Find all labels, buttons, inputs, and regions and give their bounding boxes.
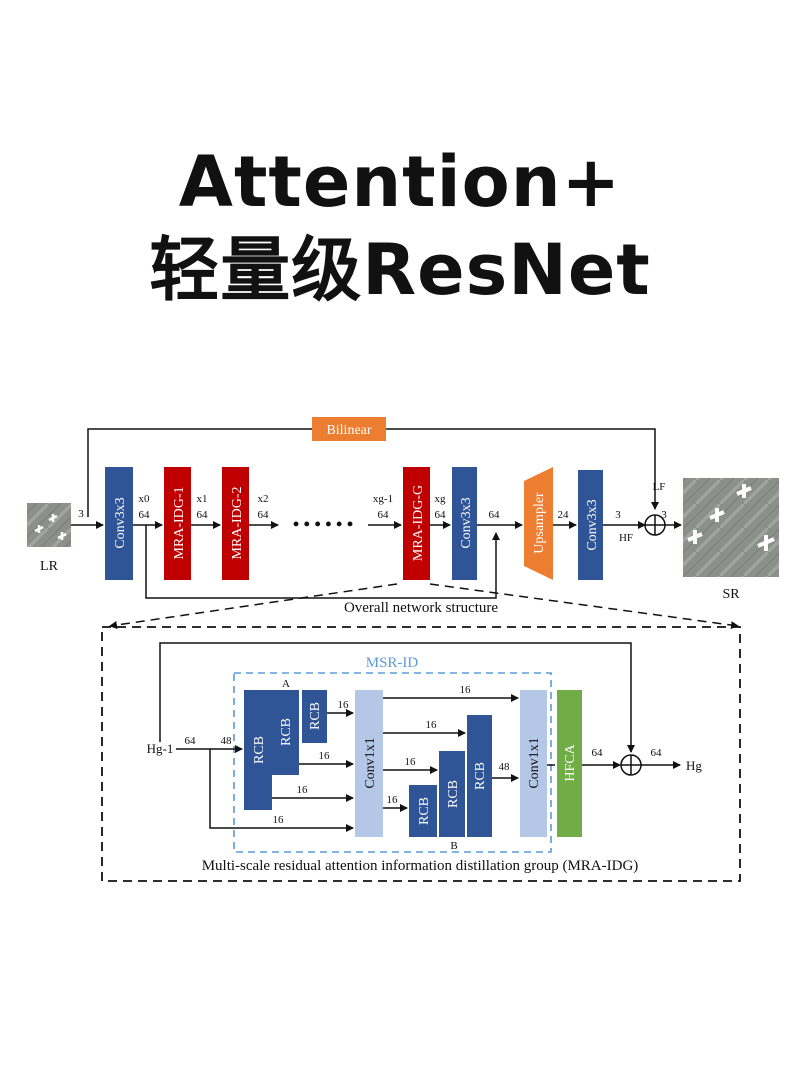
label-output-channels: 3 xyxy=(661,509,667,521)
conv3x3-last-block xyxy=(578,470,603,580)
label-xg-1-channels: 64 xyxy=(378,509,390,521)
upsampler-label: Upsampler xyxy=(532,492,547,554)
rcb-a-2 xyxy=(272,690,299,775)
bilinear-block xyxy=(312,417,386,441)
lr-label: LR xyxy=(40,559,59,574)
rcb-b-1 xyxy=(409,785,437,837)
upsampler-block xyxy=(524,467,553,580)
lr-image xyxy=(27,503,71,547)
sr-image xyxy=(683,478,779,577)
mra-idg-g-block xyxy=(403,467,430,580)
mra-idg-detail-frame xyxy=(101,626,741,882)
hfca-label: HFCA xyxy=(563,743,578,781)
zoom-connectors xyxy=(109,583,739,630)
rcb-a-3-label: RCB xyxy=(308,702,323,730)
rcb-b-3-label: RCB xyxy=(473,762,488,790)
msr-id-frame xyxy=(233,672,552,853)
label-lf: LF xyxy=(653,481,666,493)
rcb-b-2 xyxy=(439,751,465,837)
label-b: B xyxy=(450,840,457,852)
conv3x3-first-label: Conv3x3 xyxy=(113,497,128,548)
label-x2: x2 xyxy=(258,493,269,505)
label-16-rcb2: 16 xyxy=(319,750,331,762)
label-hg: Hg xyxy=(686,758,702,773)
conv1x1-left-block xyxy=(355,690,383,837)
mra-idg-2-block xyxy=(222,467,249,580)
label-hg-1: Hg-1 xyxy=(147,741,174,756)
label-x0: x0 xyxy=(139,493,151,505)
add-node-detail xyxy=(620,754,642,776)
conv1x1-right-label: Conv1x1 xyxy=(527,737,542,788)
rcb-a-3 xyxy=(302,690,327,743)
label-16-b3: 16 xyxy=(426,719,438,731)
label-16-skip: 16 xyxy=(273,814,285,826)
mra-idg-1-label: MRA-IDG-1 xyxy=(172,486,187,559)
label-last-channels: 3 xyxy=(615,509,621,521)
detail-residual-path xyxy=(159,642,635,753)
label-64-hfca: 64 xyxy=(592,747,604,759)
label-detail-in-48: 48 xyxy=(221,735,233,747)
label-upsampler-channels: 24 xyxy=(558,509,570,521)
sr-label: SR xyxy=(722,587,740,602)
detail-input-arrows xyxy=(176,694,681,832)
conv1x1-left-label: Conv1x1 xyxy=(363,737,378,788)
mra-idg-g-label: MRA-IDG-G xyxy=(411,485,426,561)
label-16-rcb1: 16 xyxy=(297,784,309,796)
conv3x3-first-block xyxy=(105,467,133,580)
label-16-top: 16 xyxy=(460,684,472,696)
conv1x1-right-block xyxy=(520,690,547,837)
label-x1: x1 xyxy=(197,493,208,505)
label-xg: xg xyxy=(435,493,447,505)
rcb-b-1-label: RCB xyxy=(417,797,432,825)
label-a: A xyxy=(282,678,290,690)
label-input-channels: 3 xyxy=(78,508,84,520)
label-mid-channels: 64 xyxy=(489,509,501,521)
hfca-block xyxy=(557,690,582,837)
ellipsis-dots: • • • • • • xyxy=(293,514,353,534)
msr-id-title: MSR-ID xyxy=(366,655,419,671)
label-hf: HF xyxy=(619,532,633,544)
rcb-a-2-label: RCB xyxy=(279,718,294,746)
rcb-a-1 xyxy=(244,690,272,810)
rcb-a-1-label: RCB xyxy=(252,736,267,764)
label-xg-1: xg-1 xyxy=(373,493,393,505)
conv3x3-last-label: Conv3x3 xyxy=(585,499,600,550)
label-detail-in-64: 64 xyxy=(185,735,197,747)
label-48-out: 48 xyxy=(499,761,511,773)
add-node-overall xyxy=(644,514,666,536)
rcb-b-3 xyxy=(467,715,492,837)
mra-idg-caption: Multi-scale residual attention informati… xyxy=(202,858,639,874)
conv3x3-mid-label: Conv3x3 xyxy=(459,497,474,548)
label-16-b1: 16 xyxy=(387,794,399,806)
label-16-rcb3: 16 xyxy=(338,699,350,711)
page-title-line-1: Attention+ xyxy=(178,141,622,223)
label-64-out: 64 xyxy=(651,747,663,759)
label-x0-channels: 64 xyxy=(139,509,151,521)
main-flow-arrows xyxy=(71,521,682,599)
bilinear-label: Bilinear xyxy=(326,423,371,438)
label-x1-channels: 64 xyxy=(197,509,209,521)
label-16-b2: 16 xyxy=(405,756,417,768)
mra-idg-1-block xyxy=(164,467,191,580)
conv3x3-mid-block xyxy=(452,467,477,580)
rcb-b-2-label: RCB xyxy=(446,780,461,808)
label-xg-channels: 64 xyxy=(435,509,447,521)
overall-structure-caption: Overall network structure xyxy=(344,600,498,616)
mra-idg-2-label: MRA-IDG-2 xyxy=(230,486,245,559)
page-title-line-2: 轻量级ResNet xyxy=(149,229,651,311)
label-x2-channels: 64 xyxy=(258,509,270,521)
bilinear-skip-path xyxy=(87,428,659,517)
